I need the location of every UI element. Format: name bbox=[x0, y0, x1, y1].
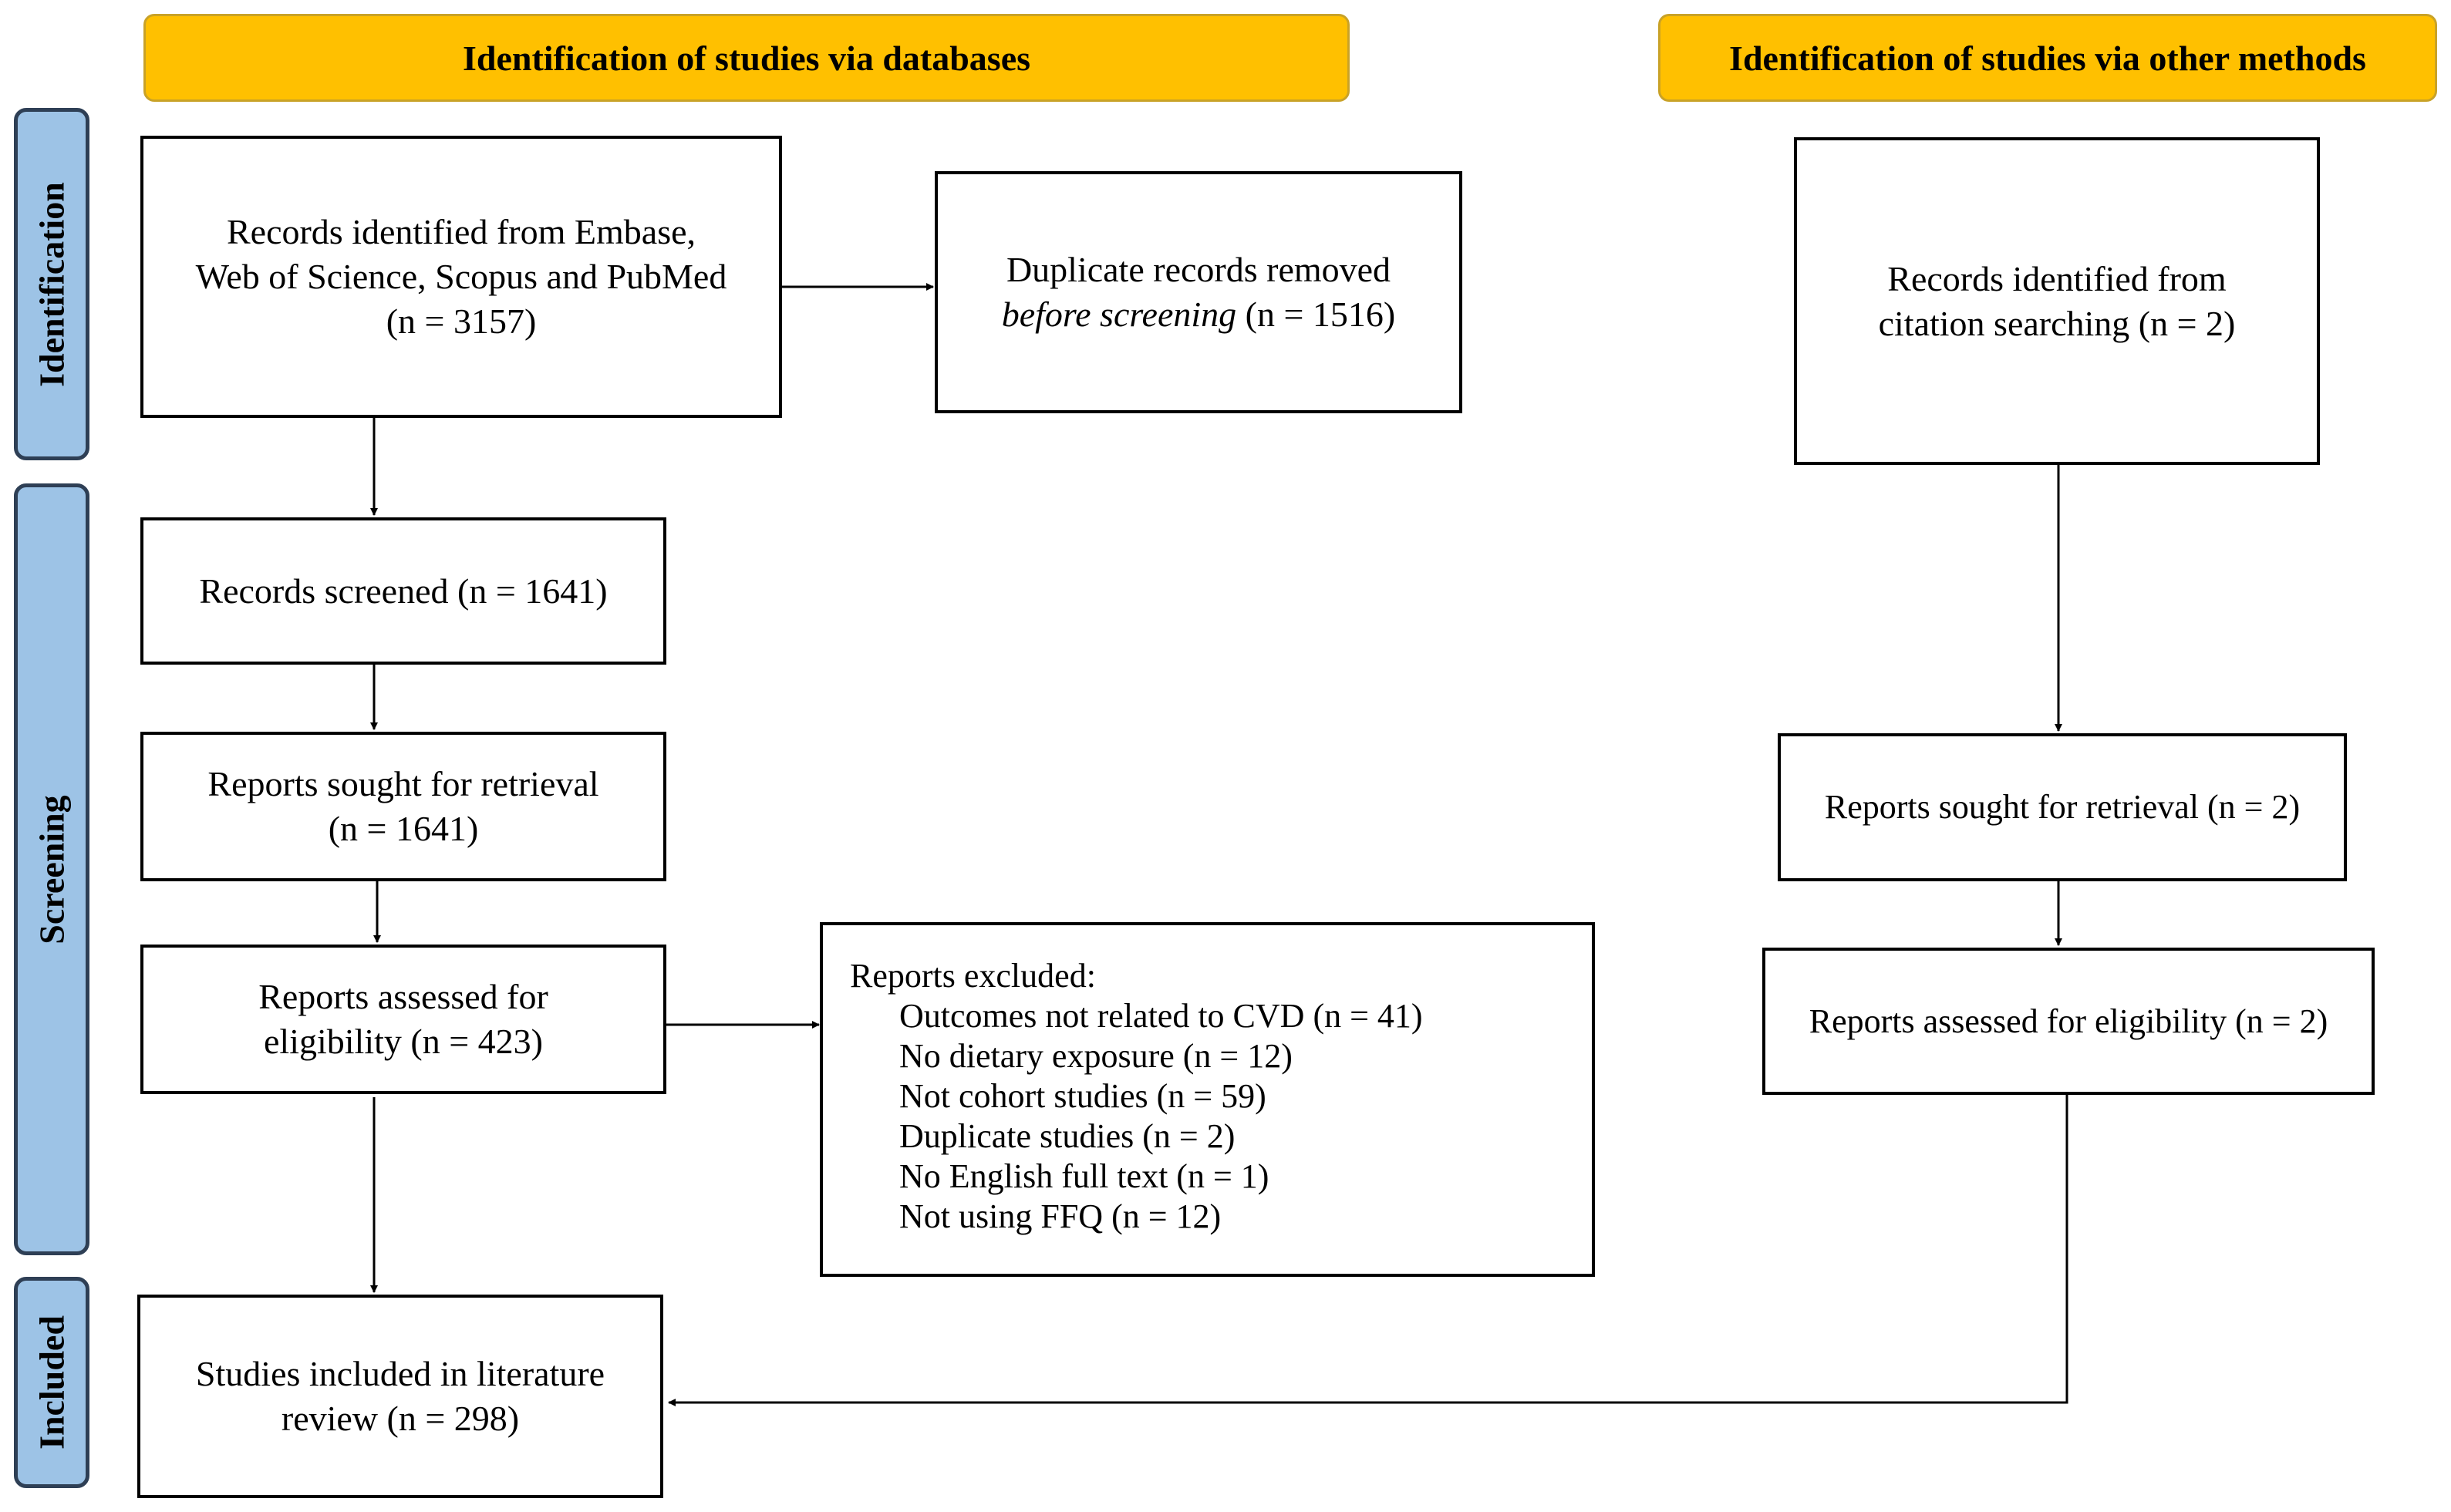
stage-identification-label: Identification bbox=[32, 181, 72, 387]
header-databases-label: Identification of studies via databases bbox=[462, 38, 1031, 78]
other-reports-assessed-label: Reports assessed for eligibility (n = 2) bbox=[1809, 1002, 2328, 1040]
studies-included-line-2: review (n = 298) bbox=[281, 1399, 520, 1438]
other-reports-sought-box: Reports sought for retrieval (n = 2) bbox=[1778, 733, 2347, 881]
reports-sought-line-1: Reports sought for retrieval bbox=[207, 764, 599, 803]
citation-records-box: Records identified from citation searchi… bbox=[1794, 137, 2320, 465]
stage-included: Included bbox=[14, 1277, 89, 1488]
studies-included-line-1: Studies included in literature bbox=[195, 1354, 605, 1393]
header-databases: Identification of studies via databases bbox=[143, 14, 1350, 102]
duplicates-removed-italic: before screening bbox=[1001, 295, 1237, 334]
duplicates-removed-line-2: before screening (n = 1516) bbox=[1002, 292, 1396, 337]
reports-assessed-line-2: eligibility (n = 423) bbox=[264, 1022, 543, 1061]
exclusion-reason: No dietary exposure (n = 12) bbox=[899, 1037, 1293, 1075]
exclusion-reason: Outcomes not related to CVD (n = 41) bbox=[899, 997, 1423, 1035]
exclusion-reason: Duplicate studies (n = 2) bbox=[899, 1117, 1236, 1155]
records-identified-line-1: Records identified from Embase, bbox=[226, 212, 696, 251]
records-identified-line-3: (n = 3157) bbox=[386, 301, 537, 341]
stage-screening: Screening bbox=[14, 483, 89, 1255]
exclusion-reason: Not using FFQ (n = 12) bbox=[899, 1197, 1222, 1235]
citation-records-line-1: Records identified from bbox=[1887, 258, 2227, 298]
citation-records-line-2: citation searching (n = 2) bbox=[1878, 303, 2236, 343]
arrow-other-assessed-to-included bbox=[668, 1093, 2068, 1406]
records-identified-line-2: Web of Science, Scopus and PubMed bbox=[195, 257, 727, 296]
studies-included-box: Studies included in literature review (n… bbox=[137, 1295, 663, 1498]
records-screened-box: Records screened (n = 1641) bbox=[140, 517, 666, 665]
other-reports-assessed-box: Reports assessed for eligibility (n = 2) bbox=[1762, 948, 2375, 1095]
header-other-methods: Identification of studies via other meth… bbox=[1658, 14, 2437, 102]
duplicates-removed-box: Duplicate records removed before screeni… bbox=[935, 171, 1462, 413]
duplicates-removed-line-1: Duplicate records removed bbox=[1006, 250, 1391, 289]
stage-included-label: Included bbox=[32, 1315, 72, 1450]
duplicates-removed-count: (n = 1516) bbox=[1236, 295, 1396, 334]
reports-excluded-title: Reports excluded: bbox=[850, 957, 1096, 995]
stage-screening-label: Screening bbox=[32, 794, 72, 945]
reports-sought-line-2: (n = 1641) bbox=[328, 809, 479, 848]
reports-excluded-box: Reports excluded: Outcomes not related t… bbox=[820, 922, 1595, 1277]
exclusion-reason: Not cohort studies (n = 59) bbox=[899, 1077, 1266, 1115]
records-identified-box: Records identified from Embase, Web of S… bbox=[140, 136, 782, 418]
reports-assessed-line-1: Reports assessed for bbox=[258, 977, 548, 1016]
stage-identification: Identification bbox=[14, 108, 89, 460]
exclusion-reason: No English full text (n = 1) bbox=[899, 1157, 1269, 1195]
records-screened-label: Records screened (n = 1641) bbox=[199, 571, 608, 611]
reports-sought-box: Reports sought for retrieval (n = 1641) bbox=[140, 732, 666, 881]
header-other-methods-label: Identification of studies via other meth… bbox=[1729, 38, 2366, 78]
other-reports-sought-label: Reports sought for retrieval (n = 2) bbox=[1824, 788, 2301, 826]
reports-assessed-box: Reports assessed for eligibility (n = 42… bbox=[140, 945, 666, 1094]
